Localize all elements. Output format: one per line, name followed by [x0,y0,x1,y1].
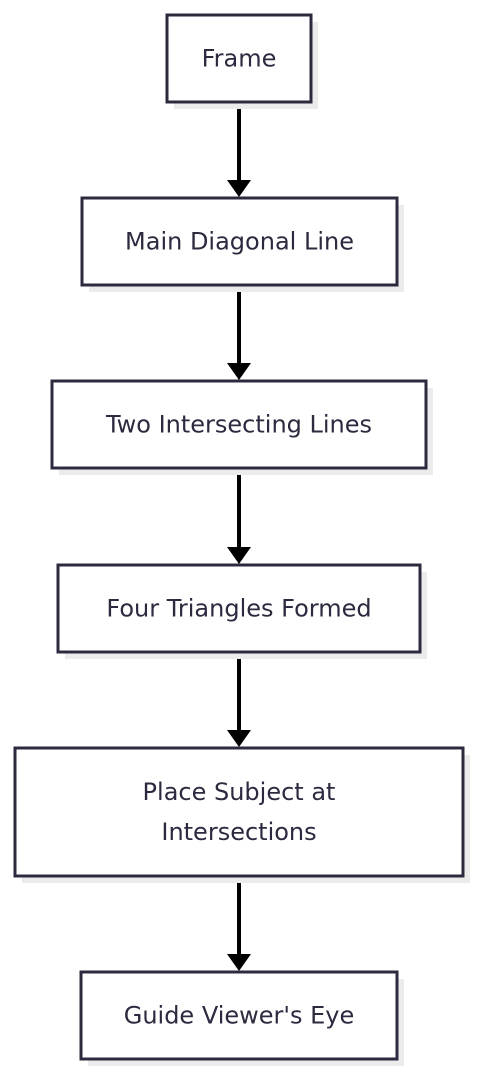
node-label: Frame [202,45,277,73]
node-label: Guide Viewer's Eye [124,1002,355,1030]
node-main-diagonal-line: Main Diagonal Line [80,196,404,292]
arrowhead-icon [227,954,251,971]
edges-layer [227,103,251,971]
node-box [50,379,428,470]
node-four-triangles-formed: Four Triangles Formed [56,563,427,659]
node-box [13,746,465,878]
node-label: Four Triangles Formed [106,595,371,623]
node-label: Two Intersecting Lines [105,411,372,439]
arrowhead-icon [227,180,251,197]
node-guide-viewers-eye: Guide Viewer's Eye [79,970,404,1066]
node-box [80,196,399,287]
arrowhead-icon [227,730,251,747]
edge-four-triangles-formed-to-place-subject [227,653,251,747]
node-box [165,13,313,104]
edge-frame-to-main-diagonal-line [227,103,251,197]
edge-place-subject-to-guide-viewers-eye [227,877,251,971]
edge-main-diagonal-line-to-two-intersecting-lines [227,286,251,380]
node-label: Place Subject at [143,778,336,806]
node-label: Intersections [161,818,316,846]
node-place-subject: Place Subject at Intersections [13,746,470,883]
node-two-intersecting-lines: Two Intersecting Lines [50,379,433,475]
node-frame: Frame [165,13,318,109]
arrowhead-icon [227,547,251,564]
edge-two-intersecting-lines-to-four-triangles-formed [227,469,251,564]
arrowhead-icon [227,363,251,380]
node-box [79,970,399,1061]
node-box [56,563,422,654]
node-label: Main Diagonal Line [125,228,354,256]
